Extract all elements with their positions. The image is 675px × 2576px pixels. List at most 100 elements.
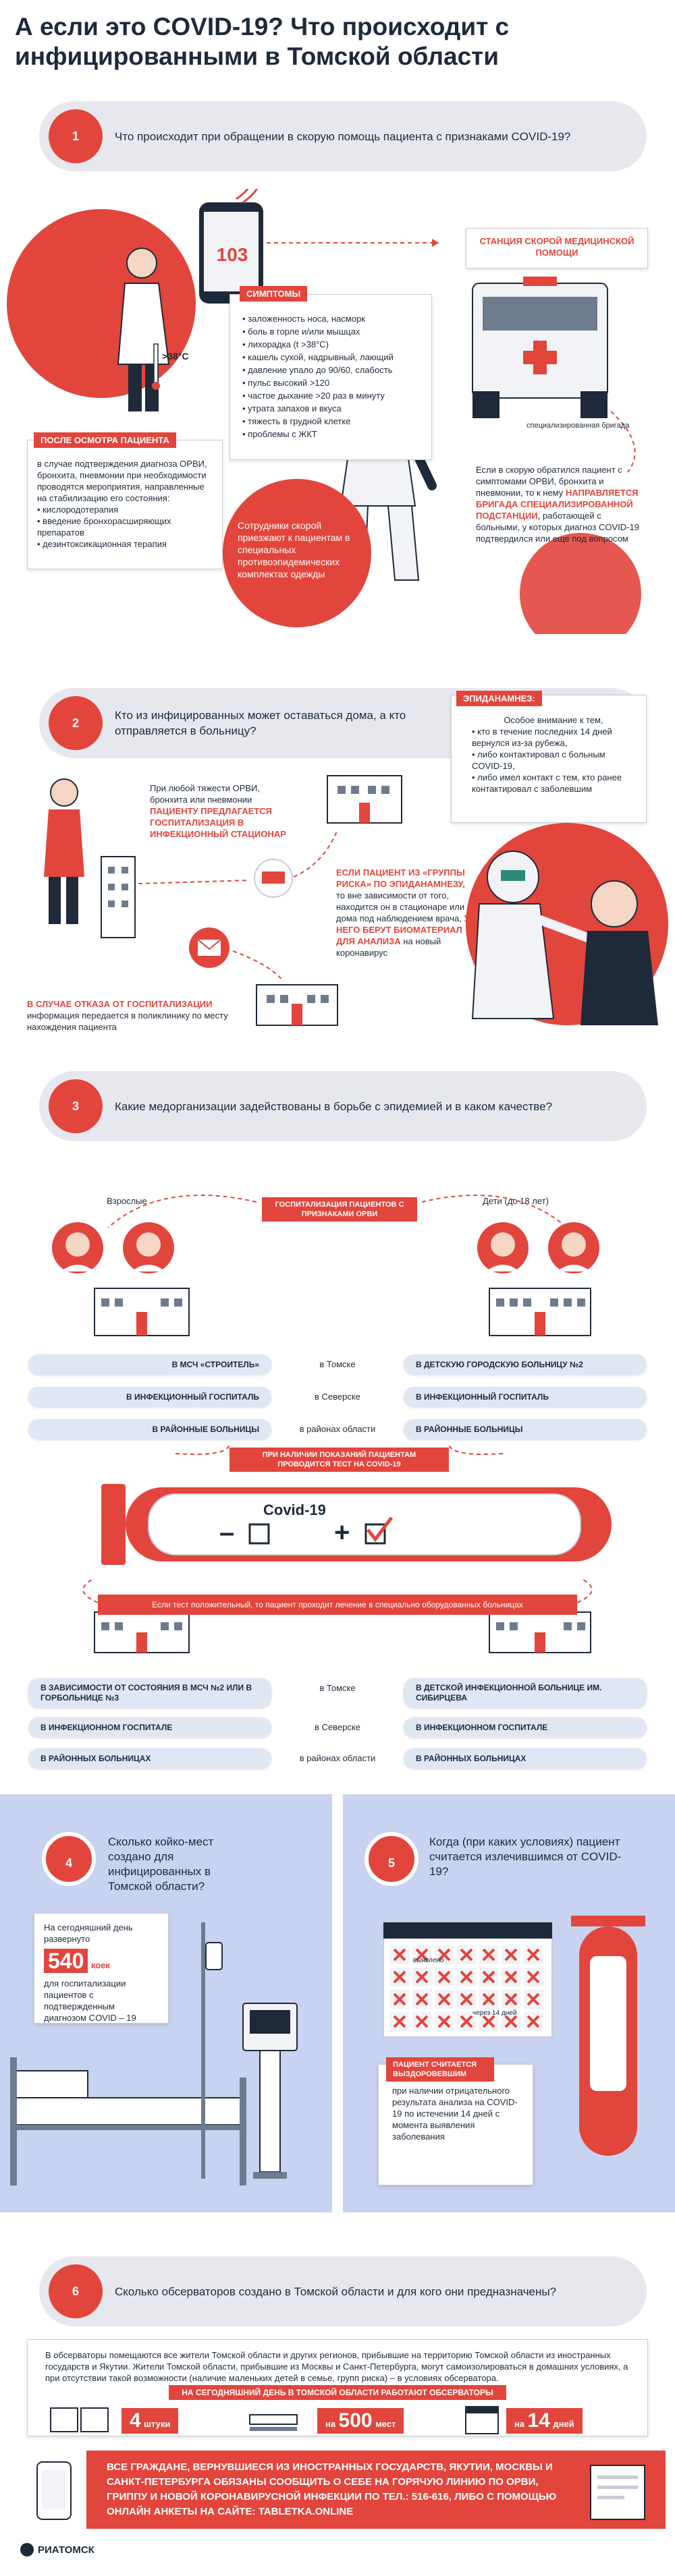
if-text-2: работающей с больными, у которых диагноз… [476, 511, 639, 544]
risk-text: то вне зависимости от того, находится он… [336, 890, 465, 923]
children-hospital-icon [489, 1288, 591, 1336]
symptoms-box: • заложенность носа, насморк• боль в гор… [230, 294, 432, 460]
calendar-icon [383, 1922, 553, 2038]
epid-item: • кто в течение последних 14 дней вернул… [472, 726, 612, 748]
treat-mid-row-2: в Северске [315, 1722, 360, 1732]
calendar-cross-icon [504, 2015, 518, 2028]
calendar-cross-icon [482, 1948, 495, 1962]
section-6-question-text: Сколько обсерваторов создано в Томской о… [115, 2285, 557, 2298]
stat-3: на 14 дней [506, 2408, 583, 2434]
calendar-cross-icon [526, 1948, 540, 1962]
patient-icon [580, 880, 658, 1025]
recovered-text: при наличии отрицательного результата ан… [392, 2086, 518, 2142]
stat-3-prefix: на [514, 2419, 525, 2429]
section-5-number: 5 [364, 1832, 418, 1886]
hospital-building-icon [327, 775, 402, 824]
stat-2-prefix: на [325, 2419, 336, 2429]
section-4-number: 4 [42, 1832, 96, 1886]
calendar-cross-icon [393, 2015, 406, 2028]
footer-phone-illustration [36, 2461, 72, 2520]
building-row-icon [50, 2407, 109, 2432]
symptom-item: • тяжесть в грудной клетке [242, 416, 351, 426]
after-exam-list: • кислородотерапия• введение бронхорасши… [37, 504, 213, 550]
adult-hospital-icon-2 [94, 1611, 190, 1653]
treat-kids-row-1: В ДЕТСКОЙ ИНФЕКЦИОННОЙ БОЛЬНИЦЕ ИМ. СИБИ… [404, 1678, 647, 1708]
test-tube-icon [101, 1484, 612, 1565]
severe-text-block: При любой тяжести ОРВИ, бронхита или пне… [150, 782, 295, 840]
after-exam-item: • кислородотерапия [37, 505, 119, 515]
stat-1-value: 4 [130, 2409, 141, 2432]
section-6-number: 6 [49, 2264, 103, 2318]
footer-logo: РИАТОМСК [20, 2543, 94, 2556]
epid-item: • либо имел контакт с тем, кто ранее кон… [472, 772, 622, 794]
after-exam-item: • дезинтоксикационная терапия [37, 539, 167, 549]
doctor-taking-swab-icon [471, 851, 592, 1019]
symptom-item: • проблемы с ЖКТ [242, 429, 317, 439]
epid-intro: Особое внимание к тем, [504, 715, 603, 725]
calendar-cross-icon [460, 1948, 473, 1962]
calendar-cross-icon [415, 1948, 429, 1962]
test-tube-vertical-icon [571, 1916, 645, 2156]
section-5-question-text: Когда (при каких условиях) пациент счита… [429, 1835, 622, 1878]
calendar-cross-icon [437, 1948, 451, 1962]
beds-desc: для госпитализации пациентов с подтвержд… [44, 1978, 136, 2023]
questionnaire-icon [590, 2465, 645, 2520]
calendar-illustration [383, 1916, 645, 2156]
observator-stats-icons [50, 2406, 499, 2434]
calendar-cross-icon [482, 2015, 495, 2028]
medical-monitor-icon [242, 2003, 298, 2179]
recovered-box: при наличии отрицательного результата ан… [378, 2064, 533, 2185]
stat-3-value: 14 [527, 2409, 550, 2432]
treat-mid-row-3: в районах области [299, 1753, 376, 1763]
risk-red: ЕСЛИ ПАЦИЕНТ ИЗ «ГРУППЫ РИСКА» ПО ЭПИДАН… [336, 867, 465, 889]
calendar-cross-icon [460, 2015, 473, 2028]
envelope-icon [189, 927, 230, 968]
risk-red-2: У НЕГО БЕРУТ БИОМАТЕРИАЛ ДЛЯ АНАЛИЗА [336, 913, 470, 946]
staff-text: Сотрудники скорой приезжают к пациентам … [238, 520, 350, 579]
beds-value: 540 [44, 1949, 88, 1973]
stat-1: 4 штуки [122, 2408, 179, 2434]
refusal-red: В СЛУЧАЕ ОТКАЗА ОТ ГОСПИТАЛИЗАЦИИ [27, 999, 213, 1009]
adult-hospital-icon [94, 1288, 190, 1336]
calendar-cross-icon [415, 1993, 429, 2006]
treat-kids-row-3: В РАЙОННЫХ БОЛЬНИЦАХ [404, 1748, 647, 1769]
calendar-cross-icon [415, 1970, 429, 1984]
adult-man-avatar-icon [123, 1222, 174, 1273]
stat-2: на 500 мест [317, 2408, 404, 2434]
treat-adult-row-3: В РАЙОННЫХ БОЛЬНИЦАХ [28, 1748, 271, 1769]
symptom-item: • заложенность носа, насморк [242, 314, 365, 324]
refusal-text-block: В СЛУЧАЕ ОТКАЗА ОТ ГОСПИТАЛИЗАЦИИ информ… [27, 998, 243, 1033]
symptoms-list: • заложенность носа, насморк• боль в гор… [242, 312, 422, 440]
logo-icon [20, 2543, 34, 2556]
after-exam-text: в случае подтверждения диагноза ОРВИ, бр… [37, 459, 207, 503]
refusal-text: информация передается в поликлинику по м… [27, 1010, 228, 1032]
section-1-illustration [7, 189, 641, 634]
calendar-cross-icon [437, 2015, 451, 2028]
hosp-mid-row-3: в районах области [299, 1424, 376, 1434]
severe-text: При любой тяжести ОРВИ, бронхита или пне… [150, 783, 260, 805]
ambulance-station-box: СТАНЦИЯ СКОРОЙ МЕДИЦИНСКОЙ ПОМОЩИ [466, 228, 648, 268]
if-ambulance-text: Если в скорую обратился пациент с симпто… [476, 464, 645, 544]
adult-woman-avatar-icon [52, 1222, 103, 1273]
adults-label: Взрослые [107, 1196, 147, 1206]
epid-title: ЭПИДАНАМНЕЗ: [456, 691, 542, 706]
stat-3-unit: дней [553, 2419, 574, 2429]
clinic-building-icon [256, 984, 338, 1026]
risk-text-2: на новый коронавирус [336, 936, 441, 958]
calendar-cross-icon [482, 1993, 495, 2006]
calendar-cross-icon [526, 2015, 540, 2028]
stat-2-value: 500 [338, 2409, 373, 2432]
hosp-kids-row-2: В ИНФЕКЦИОННЫЙ ГОСПИТАЛЬ [404, 1387, 647, 1407]
sick-person-icon [44, 778, 84, 924]
footer-form-illustration [590, 2465, 645, 2520]
building-icon [101, 856, 136, 938]
section-4-question-text: Сколько койко-мест создано для инфициров… [108, 1835, 214, 1893]
hospital-bed-illustration [10, 1922, 298, 2185]
beds-intro: На сегодняшний день развернуто [44, 1922, 133, 1944]
observators-text: В обсерваторы помещаются все жители Томс… [45, 2350, 628, 2383]
hotline-banner: ВСЕ ГРАЖДАНЕ, ВЕРНУВШИЕСЯ ИЗ ИНОСТРАННЫХ… [86, 2451, 666, 2529]
if-text-red: НАПРАВЛЯЕТСЯ БРИГАДА СПЕЦИАЛИЗИРОВАННОЙ … [476, 488, 639, 521]
ambulance-small-icon [254, 859, 293, 898]
child-boy-avatar-icon [548, 1222, 599, 1273]
